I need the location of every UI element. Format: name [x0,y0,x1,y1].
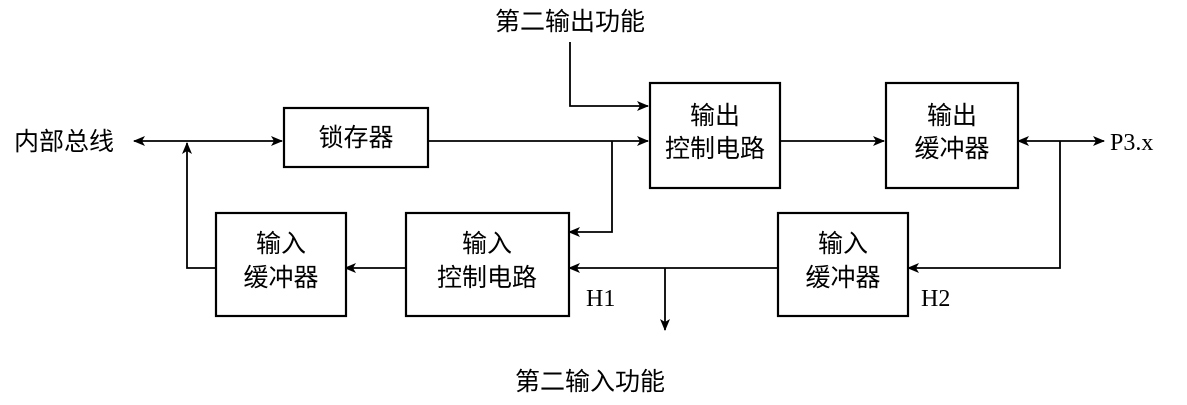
input-buffer-left-label-line2: 缓冲器 [243,263,318,292]
output-buffer-label-line2: 缓冲器 [914,134,989,163]
connectors [133,42,1105,331]
latch-to-input-control-wire [568,141,613,237]
second-input-label: 第二输入功能 [515,367,665,396]
h1-label: H1 [586,286,615,312]
input-control-label-line1: 输入 [462,229,512,258]
second-output-label: 第二输出功能 [495,7,645,36]
h2-label: H2 [921,286,950,312]
second-output-wire [569,42,649,111]
input-control-label-line2: 控制电路 [437,263,537,292]
input-buffer-left-block: 输入 缓冲器 [214,211,348,318]
port-label: P3.x [1110,130,1153,156]
input-buffer-right-label-line2: 缓冲器 [805,263,880,292]
latch-block: 锁存器 [282,106,430,169]
input-buffer-left-label-line1: 输入 [256,229,306,258]
output-control-label-line1: 输出 [690,101,740,130]
output-control-block: 输出 控制电路 [648,81,782,190]
port-to-input-buffer-wire [907,141,1061,273]
latch-label: 锁存器 [318,123,393,152]
input-buffer-right-block: 输入 缓冲器 [776,211,910,318]
input-control-block: 输入 控制电路 [404,211,571,318]
input-buffer-right-label-line1: 输入 [818,229,868,258]
input-buffer-to-bus-wire [182,142,216,269]
output-buffer-block: 输出 缓冲器 [884,81,1020,190]
bus-label: 内部总线 [14,127,114,156]
output-control-label-line2: 控制电路 [665,134,765,163]
output-buffer-label-line1: 输出 [927,101,977,130]
